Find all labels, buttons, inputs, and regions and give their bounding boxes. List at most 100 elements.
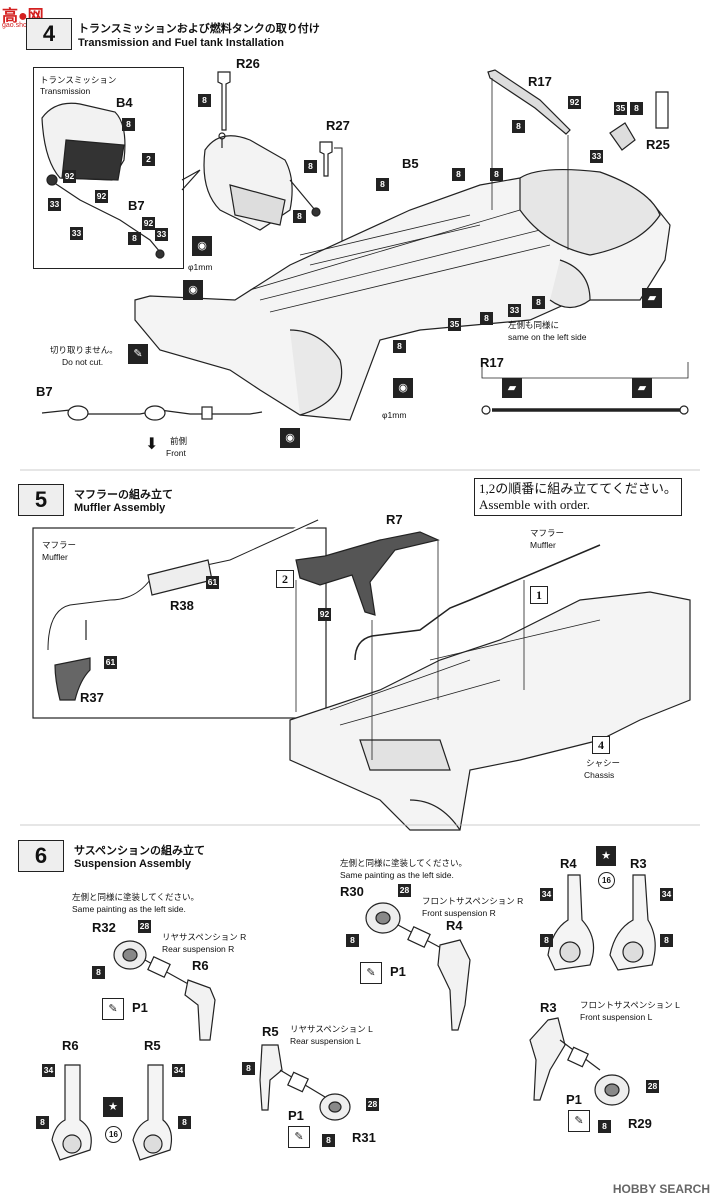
paint-color-16: 16 <box>105 1126 122 1143</box>
step4-title-en: Transmission and Fuel tank Installation <box>78 37 284 49</box>
part-number-8: 8 <box>242 1062 255 1075</box>
part-label-r26: R26 <box>236 56 260 71</box>
part-number-8: 8 <box>660 934 673 947</box>
part-number-28: 28 <box>398 884 411 897</box>
same-painting-note2-en: Same painting as the left side. <box>340 870 454 880</box>
part-number-8: 8 <box>322 1134 335 1147</box>
part-label-p1: P1 <box>132 1000 148 1015</box>
front-label-jp: 前側 <box>170 436 188 446</box>
part-label-r17-detail: R17 <box>480 355 504 370</box>
part-number-8: 8 <box>304 160 317 173</box>
part-number-33: 33 <box>155 228 168 241</box>
same-painting-note2-jp: 左側と同様に塗装してください。 <box>340 858 467 868</box>
paint-icon: ✎ <box>360 962 382 984</box>
part-label-r7: R7 <box>386 512 403 527</box>
rear-suspension-l-en: Rear suspension L <box>290 1036 361 1046</box>
cut-note-en: Do not cut. <box>62 357 104 367</box>
part-number-35: 35 <box>448 318 461 331</box>
part-number-8: 8 <box>92 966 105 979</box>
left-side-note-jp: 左側も同様に <box>508 320 560 330</box>
part-label-p1: P1 <box>288 1108 304 1123</box>
rear-suspension-l-jp: リヤサスペンション L <box>290 1024 373 1034</box>
drill-hole-icon: ◉ <box>183 280 203 300</box>
part-label-p1: P1 <box>390 964 406 979</box>
step5-title-jp: マフラーの組み立て <box>74 489 173 501</box>
step5-title-en: Muffler Assembly <box>74 502 166 514</box>
drill-size-label: φ1mm <box>382 410 407 420</box>
front-suspension-l-jp: フロントサスペンション L <box>580 1000 680 1010</box>
step4-title-jp: トランスミッションおよび燃料タンクの取り付け <box>78 23 320 35</box>
part-number-28: 28 <box>366 1098 379 1111</box>
drill-hole-icon: ◉ <box>393 378 413 398</box>
part-number-61: 61 <box>206 576 219 589</box>
part-label-r5: R5 <box>262 1024 279 1039</box>
glue-icon: ▰ <box>502 378 522 398</box>
part-label-r27: R27 <box>326 118 350 133</box>
part-number-34: 34 <box>42 1064 55 1077</box>
part-number-8: 8 <box>293 210 306 223</box>
transmission-inset-en: Transmission <box>40 86 91 96</box>
front-label-en: Front <box>166 448 186 458</box>
cut-icon: ✎ <box>128 344 148 364</box>
part-number-35: 35 <box>614 102 627 115</box>
left-side-note-en: same on the left side <box>508 332 587 342</box>
glue-icon: ▰ <box>632 378 652 398</box>
part-label-r17: R17 <box>528 74 552 89</box>
part-number-34: 34 <box>540 888 553 901</box>
rear-suspension-r-en: Rear suspension R <box>162 944 235 954</box>
part-number-8: 8 <box>122 118 135 131</box>
order-step-2: 2 <box>276 570 294 588</box>
star-icon: ★ <box>103 1097 123 1117</box>
part-label-r6-lower: R6 <box>62 1038 79 1053</box>
part-number-8: 8 <box>532 296 545 309</box>
paint-color-16: 16 <box>598 872 615 889</box>
step-number-6: 6 <box>18 840 64 872</box>
part-number-33: 33 <box>508 304 521 317</box>
front-suspension-r-en: Front suspension R <box>422 908 496 918</box>
part-number-34: 34 <box>660 888 673 901</box>
part-number-8: 8 <box>198 94 211 107</box>
paint-icon: ✎ <box>288 1126 310 1148</box>
glue-icon: ▰ <box>642 288 662 308</box>
part-label-p1: P1 <box>566 1092 582 1107</box>
part-number-8: 8 <box>346 934 359 947</box>
assembly-order-note: 1,2の順番に組み立ててください。 Assemble with order. <box>474 478 682 516</box>
part-number-8: 8 <box>630 102 643 115</box>
muffler-label-jp: マフラー <box>42 540 77 550</box>
assembly-order-note-jp: 1,2の順番に組み立ててください。 <box>479 481 677 496</box>
footer-watermark: HOBBY SEARCH <box>612 1182 710 1196</box>
front-suspension-l-en: Front suspension L <box>580 1012 653 1022</box>
watermark-url: gao.show.com <box>2 22 47 29</box>
front-suspension-r-jp: フロントサスペンション R <box>422 896 524 906</box>
step-number-5: 5 <box>18 484 64 516</box>
part-number-8: 8 <box>36 1116 49 1129</box>
part-number-61: 61 <box>104 656 117 669</box>
muffler-label-en: Muffler <box>530 540 556 550</box>
part-number-92: 92 <box>142 217 155 230</box>
paint-icon: ✎ <box>568 1110 590 1132</box>
part-number-8: 8 <box>376 178 389 191</box>
part-number-92: 92 <box>568 96 581 109</box>
assembly-order-note-en: Assemble with order. <box>479 497 590 512</box>
muffler-label-en: Muffler <box>42 552 68 562</box>
chassis-label-en: Chassis <box>584 770 615 780</box>
part-number-33: 33 <box>590 150 603 163</box>
rear-suspension-r-jp: リヤサスペンション R <box>162 932 247 942</box>
part-number-8: 8 <box>393 340 406 353</box>
front-arrow-icon: ⬇ <box>145 436 159 453</box>
part-label-r30: R30 <box>340 884 364 899</box>
part-label-r6: R6 <box>192 958 209 973</box>
part-label-b5: B5 <box>402 156 419 171</box>
paint-icon: ✎ <box>102 998 124 1020</box>
part-number-8: 8 <box>178 1116 191 1129</box>
step6-title-jp: サスペンションの組み立て <box>74 845 206 857</box>
part-label-r4-top: R4 <box>560 856 577 871</box>
order-step-1: 1 <box>530 586 548 604</box>
part-number-8: 8 <box>480 312 493 325</box>
part-number-8: 8 <box>540 934 553 947</box>
part-label-r37: R37 <box>80 690 104 705</box>
part-number-92: 92 <box>95 190 108 203</box>
step-number-4: 4 <box>26 18 72 50</box>
part-number-8: 8 <box>128 232 141 245</box>
